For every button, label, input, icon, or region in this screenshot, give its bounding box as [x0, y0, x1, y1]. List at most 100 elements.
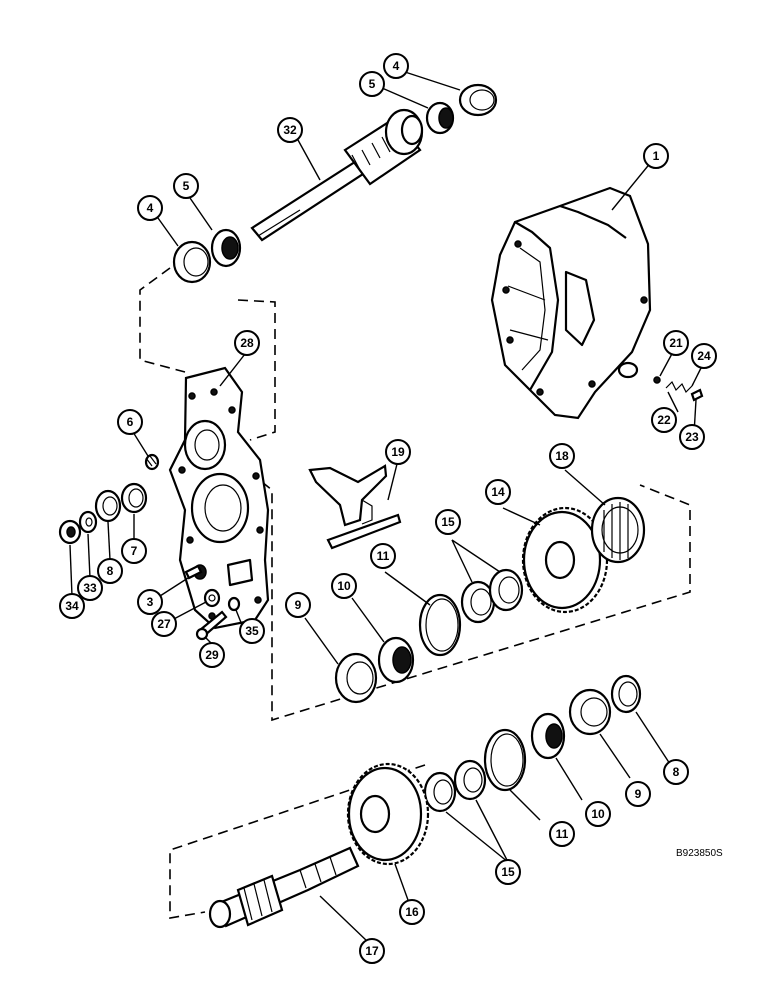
bearing-cup-part-9-upper: [334, 652, 378, 704]
callout-label-11-upper: 11: [377, 549, 390, 563]
reference-code: B923850S: [676, 848, 723, 859]
input-shaft-part-32: [250, 108, 424, 242]
callout-label-19: 19: [391, 445, 405, 459]
bearing-cup-part-4-right: [458, 83, 498, 117]
bolt-part-29: [195, 610, 228, 641]
snap-ring-part-11-lower: [483, 728, 527, 792]
callout-label-28: 28: [240, 336, 254, 350]
needle-bearing-part-15-upper-b: [488, 568, 524, 612]
callout-9-lower: 9: [625, 781, 651, 807]
callout-6: 6: [117, 409, 143, 435]
assembly-boundary-middle: [261, 481, 691, 722]
callout-1: 1: [643, 143, 669, 169]
bearing-cup-part-4-left: [172, 240, 212, 284]
plug-part-6: [144, 453, 160, 471]
spring-part-22: [665, 380, 693, 394]
callout-4-left: 4: [137, 195, 163, 221]
bearing-cone-part-5-right: [425, 101, 455, 135]
callout-label-23: 23: [685, 430, 699, 444]
callout-label-4-left: 4: [147, 201, 154, 215]
callout-label-27: 27: [157, 617, 171, 631]
callout-8-lower: 8: [663, 759, 689, 785]
callout-label-15-lower: 15: [501, 865, 515, 879]
callout-4-top: 4: [383, 53, 409, 79]
callout-label-33: 33: [83, 581, 97, 595]
callout-label-4-top: 4: [393, 59, 400, 73]
snap-ring-part-11-upper: [418, 593, 462, 657]
callout-11-upper: 11: [370, 543, 396, 569]
callout-22: 22: [651, 407, 677, 433]
callout-11-lower: 11: [549, 821, 575, 847]
callout-21: 21: [663, 330, 689, 356]
callout-33: 33: [77, 575, 103, 601]
callout-10-lower: 10: [585, 801, 611, 827]
callout-label-17: 17: [365, 944, 379, 958]
washer-part-35: [227, 596, 241, 612]
callout-label-5-top: 5: [369, 77, 376, 91]
callout-label-1: 1: [653, 149, 660, 163]
callout-label-32: 32: [283, 123, 297, 137]
callout-label-9-lower: 9: [635, 787, 642, 801]
callout-5-top: 5: [359, 71, 385, 97]
callout-15-lower: 15: [495, 859, 521, 885]
callout-19: 19: [385, 439, 411, 465]
needle-bearing-part-15-lower-b: [423, 771, 457, 813]
callout-5-left: 5: [173, 173, 199, 199]
callout-17: 17: [359, 938, 385, 964]
bearing-cone-part-5-left: [210, 228, 242, 268]
synchronizer-part-18: [590, 496, 646, 564]
callout-7: 7: [121, 538, 147, 564]
callout-label-6: 6: [127, 415, 134, 429]
bearing-cup-part-9-lower: [568, 688, 612, 736]
callout-label-24: 24: [697, 349, 711, 363]
washer-part-33: [78, 510, 98, 534]
callout-24: 24: [691, 343, 717, 369]
callout-label-15-upper: 15: [441, 515, 455, 529]
callout-label-8-lower: 8: [673, 765, 680, 779]
callout-9-upper: 9: [285, 592, 311, 618]
needle-bearing-part-15-lower-a: [453, 759, 487, 801]
callout-23: 23: [679, 424, 705, 450]
bearing-cup-part-8-left: [94, 489, 122, 523]
callout-label-8-left: 8: [107, 564, 114, 578]
callout-29: 29: [199, 642, 225, 668]
callout-label-10-lower: 10: [591, 807, 605, 821]
callout-34: 34: [59, 593, 85, 619]
bearing-part-7: [120, 482, 148, 514]
callout-18: 18: [549, 443, 575, 469]
gear-part-16: [346, 762, 430, 866]
assembly-boundary-upper: [139, 267, 276, 441]
callout-15-upper: 15: [435, 509, 461, 535]
washer-part-27: [203, 588, 221, 608]
callout-label-10-upper: 10: [337, 579, 351, 593]
callout-label-34: 34: [65, 599, 79, 613]
bearing-cone-part-10-upper: [377, 636, 415, 684]
callout-3: 3: [137, 589, 163, 615]
output-shaft-part-17: [208, 846, 360, 929]
housing-part-1: [490, 186, 652, 420]
callout-8-left: 8: [97, 558, 123, 584]
bearing-cup-part-8-lower: [610, 674, 642, 714]
callout-label-11-lower: 11: [556, 827, 569, 841]
ball-part-21: [653, 376, 661, 384]
callout-label-3: 3: [147, 595, 154, 609]
plug-part-23: [690, 388, 704, 402]
leader-lines: [69, 71, 703, 943]
gear-part-14: [521, 506, 609, 614]
bearing-cone-part-10-lower: [530, 712, 566, 760]
callout-10-upper: 10: [331, 573, 357, 599]
dowel-pin-part-3: [184, 564, 203, 580]
callout-label-16: 16: [405, 905, 419, 919]
assembly-boundary-lower: [169, 764, 426, 919]
callout-label-29: 29: [205, 648, 219, 662]
callout-32: 32: [277, 117, 303, 143]
callout-label-7: 7: [131, 544, 138, 558]
callout-label-21: 21: [669, 336, 683, 350]
callout-label-22: 22: [657, 413, 671, 427]
callout-label-18: 18: [555, 449, 569, 463]
callout-label-9-upper: 9: [295, 598, 302, 612]
callout-label-5-left: 5: [183, 179, 190, 193]
callout-label-14: 14: [491, 485, 505, 499]
callout-35: 35: [239, 618, 265, 644]
